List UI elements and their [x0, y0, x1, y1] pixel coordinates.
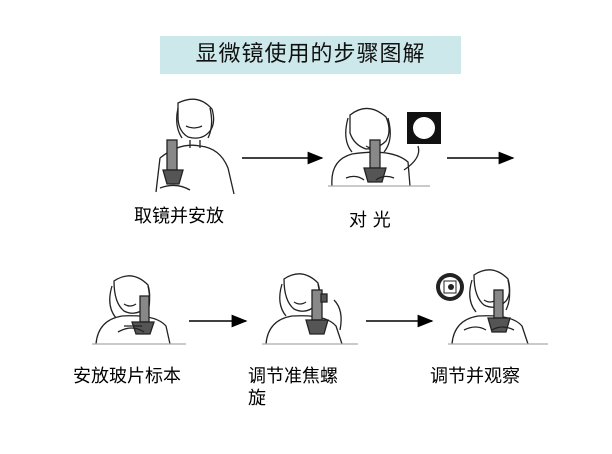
view-magnified-icon [436, 273, 464, 301]
step-label-3: 安放玻片标本 [73, 366, 181, 387]
step-3-illustration [92, 275, 186, 345]
step-1-illustration [155, 98, 235, 195]
step-5-illustration [448, 269, 548, 345]
field-of-view-icon [407, 112, 441, 144]
diagram-title: 显微镜使用的步骤图解 [160, 36, 461, 74]
step-4-illustration [262, 273, 358, 345]
step-label-1: 取镜并安放 [134, 206, 224, 227]
step-label-4: 调节准焦螺 旋 [248, 366, 338, 409]
step-label-5: 调节并观察 [430, 366, 520, 387]
step-2-illustration [328, 107, 430, 187]
step-label-2: 对 光 [349, 210, 391, 231]
